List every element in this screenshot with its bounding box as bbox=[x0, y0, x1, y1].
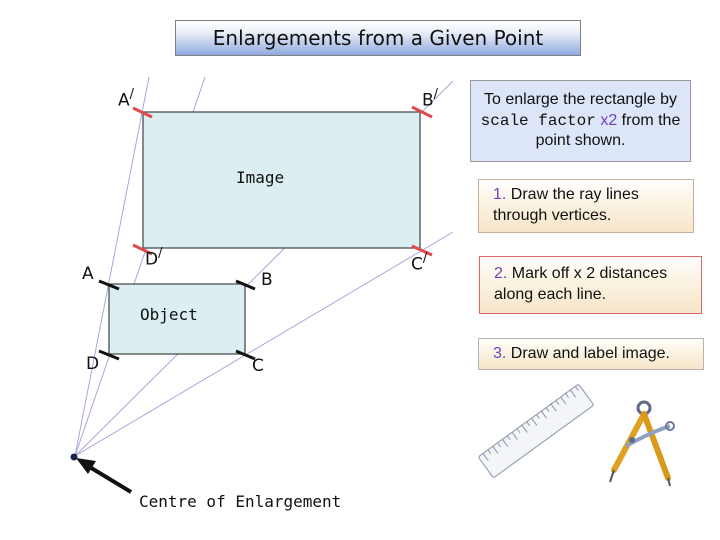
step-2-panel: 2. Mark off x 2 distances along each lin… bbox=[479, 256, 702, 314]
compass-icon bbox=[609, 400, 675, 487]
tick-a bbox=[98, 279, 120, 291]
tick-c-prime bbox=[411, 244, 433, 257]
step-1-panel: 1. Draw the ray lines through vertices. bbox=[478, 179, 694, 233]
label-image: Image bbox=[236, 168, 285, 187]
label-c: C bbox=[252, 356, 264, 376]
step-2-number: 2. bbox=[494, 265, 508, 283]
label-d-prime: D/ bbox=[145, 246, 163, 270]
label-b: B bbox=[261, 270, 273, 290]
tick-b bbox=[235, 279, 256, 291]
centre-point bbox=[70, 453, 78, 461]
label-a-prime: A/ bbox=[118, 87, 135, 111]
step-1-text: Draw the ray lines through vertices. bbox=[493, 186, 639, 224]
intro-text: To enlarge the rectangle by scale factor… bbox=[480, 90, 681, 150]
page-title: Enlargements from a Given Point bbox=[212, 26, 544, 50]
tick-d-prime bbox=[132, 243, 153, 256]
label-b-prime: B/ bbox=[422, 87, 439, 111]
step-3-text: Draw and label image. bbox=[510, 344, 670, 362]
ray-line-a bbox=[74, 76, 150, 457]
ray-line-c bbox=[74, 231, 454, 457]
step-3-panel: 3. Draw and label image. bbox=[478, 338, 704, 370]
step-1-number: 1. bbox=[493, 186, 507, 204]
tick-d bbox=[98, 349, 120, 361]
image-rectangle bbox=[142, 111, 421, 249]
label-object: Object bbox=[140, 305, 198, 324]
object-rectangle bbox=[108, 283, 246, 355]
tick-b-prime bbox=[411, 105, 433, 119]
centre-arrow bbox=[86, 464, 133, 494]
intro-panel: To enlarge the rectangle by scale factor… bbox=[470, 80, 691, 162]
label-centre: Centre of Enlargement bbox=[139, 492, 342, 511]
label-c-prime: C/ bbox=[411, 251, 428, 275]
tick-c bbox=[235, 349, 256, 361]
tick-a-prime bbox=[132, 106, 153, 119]
ruler-icon bbox=[478, 384, 594, 478]
step-2-text: Mark off x 2 distances along each line. bbox=[494, 265, 668, 303]
title-banner: Enlargements from a Given Point bbox=[175, 20, 581, 56]
centre-arrow-head bbox=[76, 458, 96, 474]
label-a: A bbox=[82, 264, 94, 284]
step-3-number: 3. bbox=[493, 344, 507, 362]
label-d: D bbox=[86, 354, 100, 374]
